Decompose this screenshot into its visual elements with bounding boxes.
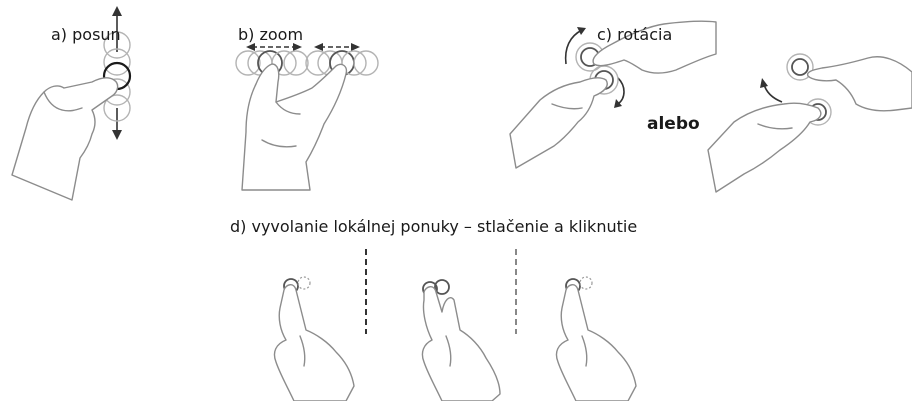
hand-tap-icon: [556, 285, 636, 401]
hand-tap-icon: [274, 285, 354, 401]
hand-tap-icon: [422, 287, 500, 401]
